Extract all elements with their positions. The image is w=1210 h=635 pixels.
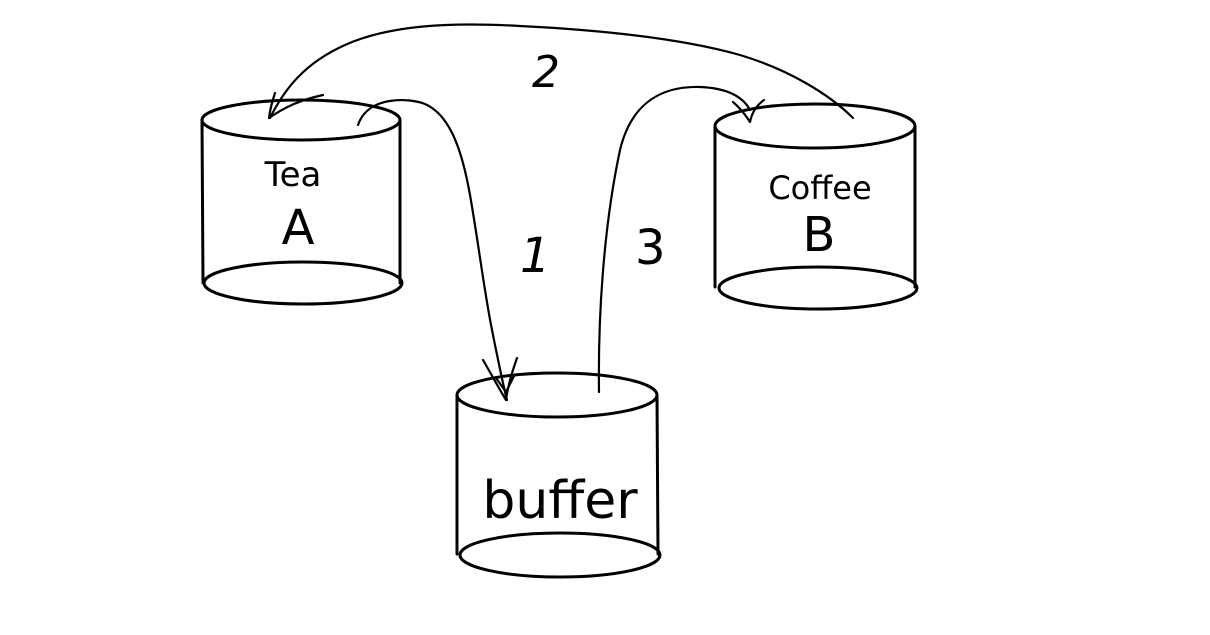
buffer-right-wall bbox=[655, 393, 660, 556]
container-a-name: Tea bbox=[264, 155, 322, 195]
arrow-1 bbox=[356, 99, 519, 402]
arrow-2 bbox=[267, 23, 855, 120]
arrow-3-line bbox=[597, 85, 752, 394]
container-b-name: Coffee bbox=[768, 169, 871, 207]
container-a-left-wall bbox=[200, 118, 205, 285]
container-b-letter: B bbox=[803, 207, 836, 263]
container-a: Tea A bbox=[200, 98, 404, 306]
container-buffer: buffer bbox=[455, 371, 662, 579]
container-a-top-rim bbox=[200, 98, 402, 142]
container-b: Coffee B bbox=[713, 102, 919, 311]
arrow-1-head bbox=[481, 356, 519, 402]
arrow-2-head bbox=[267, 91, 325, 120]
arrow-1-line bbox=[356, 99, 509, 402]
buffer-bottom-rim bbox=[458, 531, 662, 579]
step-3-label: 3 bbox=[635, 220, 666, 276]
step-1-label: 1 bbox=[520, 228, 551, 284]
container-b-top-rim bbox=[713, 102, 917, 150]
arrow-3-head bbox=[731, 98, 766, 124]
container-a-letter: A bbox=[282, 200, 315, 256]
buffer-top-rim bbox=[455, 371, 659, 419]
arrow-2-line bbox=[268, 23, 855, 120]
container-a-bottom-rim bbox=[202, 260, 404, 306]
container-b-bottom-rim bbox=[717, 265, 919, 311]
buffer-label: buffer bbox=[482, 471, 638, 531]
arrow-3 bbox=[597, 85, 766, 394]
step-2-label: 2 bbox=[532, 47, 560, 98]
arrow-1-head-inner bbox=[494, 374, 516, 394]
